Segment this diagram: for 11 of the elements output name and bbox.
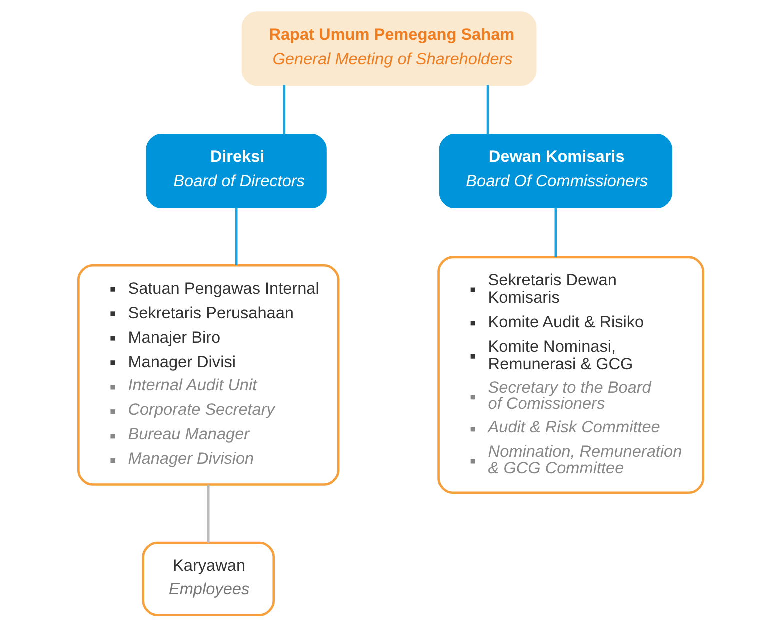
connector [486,85,489,135]
node-box: Rapat Umum Pemegang Saham General Meeting of Shareholders [241,12,536,86]
node-box: Satuan Pengawas Internal Sekretaris Perusahaan Manajer Biro Manager Divisi Internal Audit Unit Corporate Secretary Bureau Manager Manager Division [77,264,340,486]
connector [282,85,286,135]
node-box: Dewan Komisaris Board Of Commissioners [438,134,672,209]
node-box: Direksi Board of Directors [146,134,326,209]
node-box: Karyawan Employees [142,542,275,616]
connector [554,208,557,258]
node-box: Sekretaris Dewan Komisaris Komite Audit & Risiko Komite Nominasi, Remunerasi & GCG Secretary to the Board of Comissioners Audit & Risk Committee Nomination, Remuneration & GCG Committee [437,256,704,494]
connector [206,484,210,543]
connector [234,208,238,266]
